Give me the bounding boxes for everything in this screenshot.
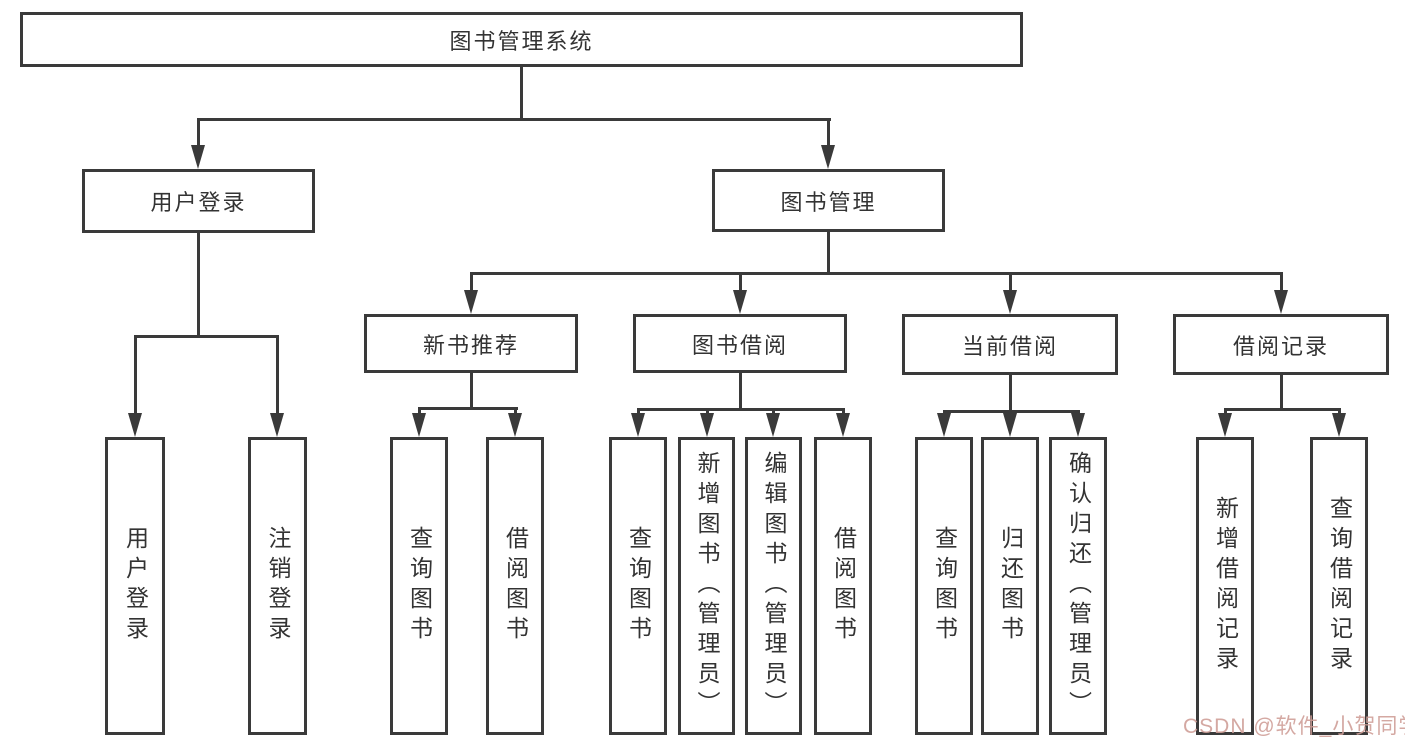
leaf-logout: 注销登录 xyxy=(248,437,307,735)
connector-line xyxy=(706,408,709,416)
arrowhead-icon xyxy=(412,413,426,437)
connector-line xyxy=(1224,408,1341,411)
connector-line xyxy=(276,335,279,415)
arrowhead-icon xyxy=(700,413,714,437)
leaf-borrow-books-borrow: 借阅图书 xyxy=(814,437,872,735)
connector-line xyxy=(1009,272,1012,294)
arrowhead-icon xyxy=(464,290,478,314)
node-borrow-records: 借阅记录 xyxy=(1173,314,1389,375)
connector-line xyxy=(842,408,845,416)
arrowhead-icon xyxy=(1274,290,1288,314)
csdn-watermark: CSDN @软件_小贺同学 xyxy=(1183,715,1405,738)
arrowhead-icon xyxy=(1003,290,1017,314)
connector-line xyxy=(1009,375,1012,410)
arrowhead-icon xyxy=(836,413,850,437)
leaf-query-books-recommend: 查询图书 xyxy=(390,437,448,735)
leaf-edit-book-admin: 编辑图书（管理员） xyxy=(745,437,802,735)
connector-line xyxy=(827,118,830,148)
leaf-query-books-current: 查询图书 xyxy=(915,437,973,735)
connector-line xyxy=(197,118,200,148)
arrowhead-icon xyxy=(733,290,747,314)
connector-line xyxy=(1224,408,1227,416)
connector-line xyxy=(470,373,473,407)
arrowhead-icon xyxy=(1332,413,1346,437)
connector-line xyxy=(520,67,523,118)
connector-line xyxy=(1280,375,1283,408)
leaf-query-borrow-record: 查询借阅记录 xyxy=(1310,437,1368,735)
arrowhead-icon xyxy=(821,145,835,169)
leaf-user-login: 用户登录 xyxy=(105,437,165,735)
arrowhead-icon xyxy=(1003,413,1017,437)
connector-line xyxy=(637,408,640,416)
connector-line xyxy=(637,408,845,411)
leaf-add-borrow-record: 新增借阅记录 xyxy=(1196,437,1254,735)
connector-line xyxy=(134,335,137,415)
connector-line xyxy=(470,272,473,294)
connector-line xyxy=(772,408,775,416)
node-current-borrow: 当前借阅 xyxy=(902,314,1118,375)
connector-line xyxy=(739,373,742,408)
connector-line xyxy=(418,407,518,410)
leaf-add-book-admin: 新增图书（管理员） xyxy=(678,437,735,735)
leaf-query-books-borrow: 查询图书 xyxy=(609,437,667,735)
node-new-book-recommend: 新书推荐 xyxy=(364,314,578,373)
connector-line xyxy=(418,407,421,416)
connector-line xyxy=(514,407,517,416)
arrowhead-icon xyxy=(191,145,205,169)
arrowhead-icon xyxy=(128,413,142,437)
connector-line xyxy=(1280,272,1283,294)
connector-line xyxy=(197,233,200,335)
arrowhead-icon xyxy=(766,413,780,437)
arrowhead-icon xyxy=(937,413,951,437)
connector-line xyxy=(827,232,830,272)
node-book-management: 图书管理 xyxy=(712,169,945,232)
node-library-system: 图书管理系统 xyxy=(20,12,1023,67)
connector-line xyxy=(1338,408,1341,416)
connector-line xyxy=(739,272,742,294)
arrowhead-icon xyxy=(270,413,284,437)
leaf-return-book: 归还图书 xyxy=(981,437,1039,735)
arrowhead-icon xyxy=(508,413,522,437)
connector-line xyxy=(134,335,279,338)
node-user-login: 用户登录 xyxy=(82,169,315,233)
leaf-confirm-return-admin: 确认归还（管理员） xyxy=(1049,437,1107,735)
connector-line xyxy=(470,272,1283,275)
node-book-borrow: 图书借阅 xyxy=(633,314,847,373)
arrowhead-icon xyxy=(1218,413,1232,437)
arrowhead-icon xyxy=(1071,413,1085,437)
arrowhead-icon xyxy=(631,413,645,437)
leaf-borrow-books-recommend: 借阅图书 xyxy=(486,437,544,735)
connector-line xyxy=(197,118,831,121)
